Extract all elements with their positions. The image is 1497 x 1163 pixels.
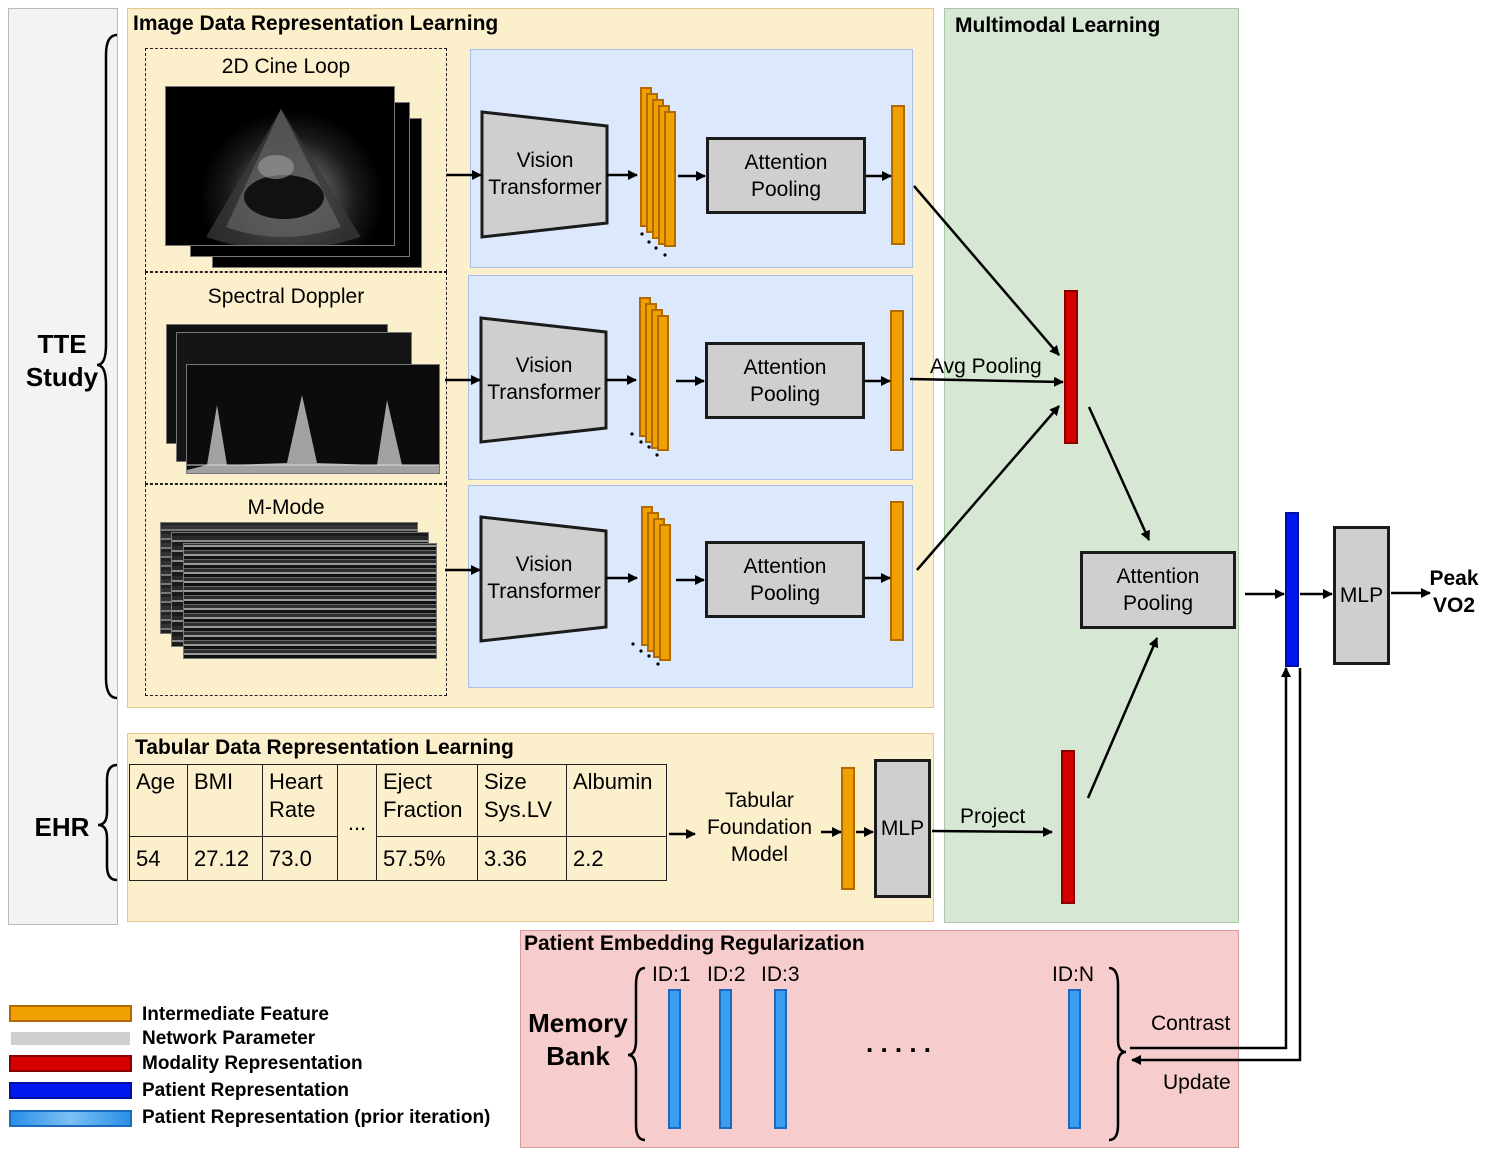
tabular-panel-title: Tabular Data Representation Learning <box>135 736 514 759</box>
doppler-waveform <box>187 395 439 473</box>
ehr-table: Age BMI Heart Rate ... Eject Fraction Si… <box>129 764 667 881</box>
pooled-feature-2 <box>890 310 904 451</box>
pooled-feature-1 <box>891 105 905 245</box>
input-source-panel <box>8 8 118 925</box>
tabular-mlp: MLP <box>874 759 931 898</box>
legend-label-patient-prior: Patient Representation (prior iteration) <box>142 1107 491 1128</box>
legend-label-patient: Patient Representation <box>142 1080 349 1101</box>
output-peak-vo2: Peak VO2 <box>1429 567 1479 617</box>
update-label: Update <box>1163 1071 1231 1094</box>
multimodal-attention-pooling: Attention Pooling <box>1080 551 1236 629</box>
vit-label-1: Vision Transformer <box>488 149 602 199</box>
legend-label-intermediate: Intermediate Feature <box>142 1004 329 1025</box>
ehr-val-size-sys-lv: 3.36 <box>477 836 567 881</box>
ehr-header-row: Age BMI Heart Rate ... Eject Fraction Si… <box>129 764 667 881</box>
project-label: Project <box>960 805 1026 828</box>
head-mlp: MLP <box>1333 526 1390 665</box>
modality-label-mmode: M-Mode <box>247 496 325 519</box>
vit-shape-2 <box>479 316 608 444</box>
cine-frame-front <box>165 86 395 246</box>
ehr-col-albumin: Albumin <box>566 764 667 837</box>
modality-box-mmode <box>145 484 447 696</box>
memory-left-brace <box>627 966 646 1142</box>
token-stack-1 <box>640 87 676 247</box>
vit-label-3: Vision Transformer <box>487 553 601 603</box>
memory-id-2: ID:2 <box>707 963 746 986</box>
token-stack-3 <box>641 506 671 661</box>
image-modality-representation <box>1064 290 1078 444</box>
ehr-col-eject-fraction: Eject Fraction <box>376 764 478 837</box>
doppler-frame-front <box>186 364 440 474</box>
modality-label-cine: 2D Cine Loop <box>221 55 351 78</box>
arrow-feature3-to-avg <box>916 405 1060 571</box>
legend-swatch-patient <box>9 1082 132 1099</box>
attention-pooling-1: Attention Pooling <box>706 137 866 214</box>
attention-pooling-2: Attention Pooling <box>705 342 865 419</box>
mmode-frame-front <box>183 543 437 659</box>
arrow-feature2-to-avg <box>909 376 1064 387</box>
arrow-feature1-to-avg <box>913 185 1060 356</box>
tte-brace <box>96 33 118 700</box>
legend-label-network: Network Parameter <box>142 1028 316 1049</box>
ehr-col-heart-rate: Heart Rate <box>262 764 338 837</box>
attention-pooling-3: Attention Pooling <box>705 541 865 618</box>
vit-shape-1 <box>480 110 609 239</box>
arrow-update <box>1131 668 1302 1065</box>
tabular-feature <box>841 767 855 890</box>
memory-bank-label: Memory Bank <box>528 1008 628 1071</box>
arrow-tabular-modality-to-pool <box>1086 637 1159 799</box>
modality-label-doppler: Spectral Doppler <box>207 285 365 308</box>
tabular-modality-representation <box>1061 750 1075 904</box>
memory-right-brace <box>1108 966 1127 1142</box>
legend-swatch-intermediate <box>9 1005 132 1022</box>
tte-study-label: TTE Study <box>25 329 99 392</box>
avg-pooling-label: Avg Pooling <box>930 355 1042 378</box>
patient-panel-title: Patient Embedding Regularization <box>524 932 865 955</box>
multimodal-panel-title: Multimodal Learning <box>955 14 1161 37</box>
contrast-label: Contrast <box>1151 1012 1231 1035</box>
ehr-val-age: 54 <box>129 836 188 881</box>
vit-label-2: Vision Transformer <box>487 354 601 404</box>
legend-swatch-patient-prior <box>9 1110 132 1127</box>
ehr-brace <box>97 763 118 882</box>
ehr-col-size-sys-lv: Size Sys.LV <box>477 764 567 837</box>
ehr-val-heart-rate: 73.0 <box>262 836 338 881</box>
token-dots <box>630 232 667 666</box>
legend-label-modality: Modality Representation <box>142 1053 363 1074</box>
ehr-val-bmi: 27.12 <box>187 836 263 881</box>
multimodal-panel <box>944 8 1239 923</box>
modality-box-cine <box>145 48 447 272</box>
memory-bank-vectors <box>668 989 1081 1129</box>
memory-ellipsis: . . . . . <box>866 1028 932 1058</box>
patient-representation <box>1285 512 1299 667</box>
pooled-feature-3 <box>890 501 904 641</box>
ehr-val-albumin: 2.2 <box>566 836 667 881</box>
token-stack-2 <box>639 297 669 451</box>
ehr-col-age: Age <box>129 764 188 837</box>
ehr-label: EHR <box>34 812 90 842</box>
memory-id-n: ID:N <box>1052 963 1094 986</box>
legend-swatch-network <box>9 1030 132 1047</box>
arrow-image-modality-to-pool <box>1087 406 1151 541</box>
arrow-contrast <box>1130 667 1291 1050</box>
cine-ultrasound-fan <box>206 109 361 245</box>
image-panel-title: Image Data Representation Learning <box>133 12 499 35</box>
legend-swatch-modality <box>9 1055 132 1072</box>
memory-id-3: ID:3 <box>761 963 800 986</box>
memory-id-1: ID:1 <box>652 963 691 986</box>
tabular-model-label: Tabular Foundation Model <box>706 789 813 866</box>
modality-box-doppler <box>145 272 447 484</box>
arrow-mlp-to-project <box>931 826 1053 837</box>
ehr-value-row: 54 27.12 73.0 57.5% 3.36 2.2 <box>129 836 667 881</box>
vit-shape-3 <box>479 515 608 643</box>
